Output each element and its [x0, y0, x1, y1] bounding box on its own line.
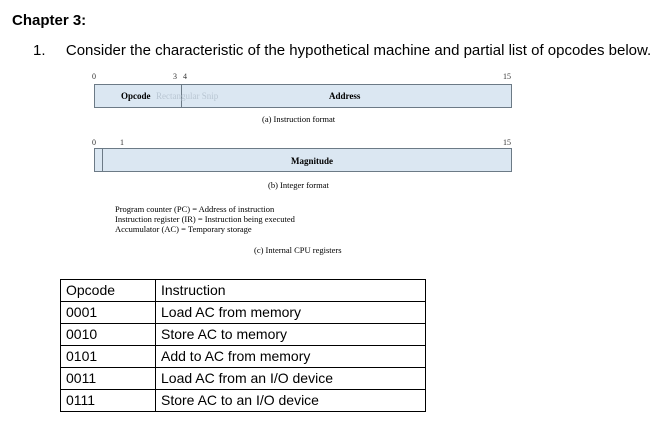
- bit-label-3: 3: [173, 72, 177, 81]
- bit-label-15b: 15: [503, 138, 511, 147]
- bit-label-4: 4: [183, 72, 187, 81]
- opcode-table: Opcode Instruction 0001 Load AC from mem…: [60, 279, 426, 412]
- rectangular-snip-overlay: Rectangular Snip: [156, 91, 219, 101]
- register-pc: Program counter (PC) = Address of instru…: [115, 204, 275, 214]
- question-number: 1.: [33, 42, 46, 59]
- opcode-cell: 0101: [60, 345, 156, 368]
- register-ac: Accumulator (AC) = Temporary storage: [115, 224, 252, 234]
- opcode-cell: 0011: [60, 367, 156, 390]
- cpu-registers-caption: (c) Internal CPU registers: [254, 245, 342, 255]
- instruction-cell: Store AC to memory: [155, 323, 426, 346]
- instruction-cell: Add to AC from memory: [155, 345, 426, 368]
- bit-label-1b: 1: [120, 138, 124, 147]
- question-1: 1. Consider the characteristic of the hy…: [33, 42, 651, 59]
- sign-magnitude-divider: [102, 148, 103, 172]
- instruction-cell: Load AC from an I/O device: [155, 367, 426, 390]
- opcode-cell: 0111: [60, 389, 156, 412]
- header-opcode: Opcode: [60, 279, 156, 302]
- question-text: Consider the characteristic of the hypot…: [65, 42, 652, 59]
- instruction-format-box: [94, 84, 512, 108]
- integer-format-box: [94, 148, 512, 172]
- integer-format-caption: (b) Integer format: [268, 180, 329, 190]
- address-field-label: Address: [329, 91, 361, 101]
- instruction-cell: Load AC from memory: [155, 301, 426, 324]
- opcode-cell: 0010: [60, 323, 156, 346]
- register-ir: Instruction register (IR) = Instruction …: [115, 214, 295, 224]
- table-row: 0010 Store AC to memory: [60, 323, 426, 346]
- table-row: 0011 Load AC from an I/O device: [60, 367, 426, 390]
- table-row: 0111 Store AC to an I/O device: [60, 389, 426, 412]
- bit-label-0: 0: [92, 72, 96, 81]
- bit-label-15: 15: [503, 72, 511, 81]
- opcode-field-label: Opcode: [121, 91, 151, 101]
- table-row: 0101 Add to AC from memory: [60, 345, 426, 368]
- instruction-format-caption: (a) Instruction format: [262, 114, 336, 124]
- bit-label-0b: 0: [92, 138, 96, 147]
- header-instruction: Instruction: [155, 279, 426, 302]
- table-row: 0001 Load AC from memory: [60, 301, 426, 324]
- cpu-registers-list: Program counter (PC) = Address of instru…: [115, 204, 295, 234]
- opcode-cell: 0001: [60, 301, 156, 324]
- instruction-cell: Store AC to an I/O device: [155, 389, 426, 412]
- opcode-address-divider: [181, 84, 182, 108]
- chapter-heading: Chapter 3:: [12, 12, 87, 29]
- magnitude-field-label: Magnitude: [291, 156, 334, 166]
- table-header-row: Opcode Instruction: [60, 279, 426, 302]
